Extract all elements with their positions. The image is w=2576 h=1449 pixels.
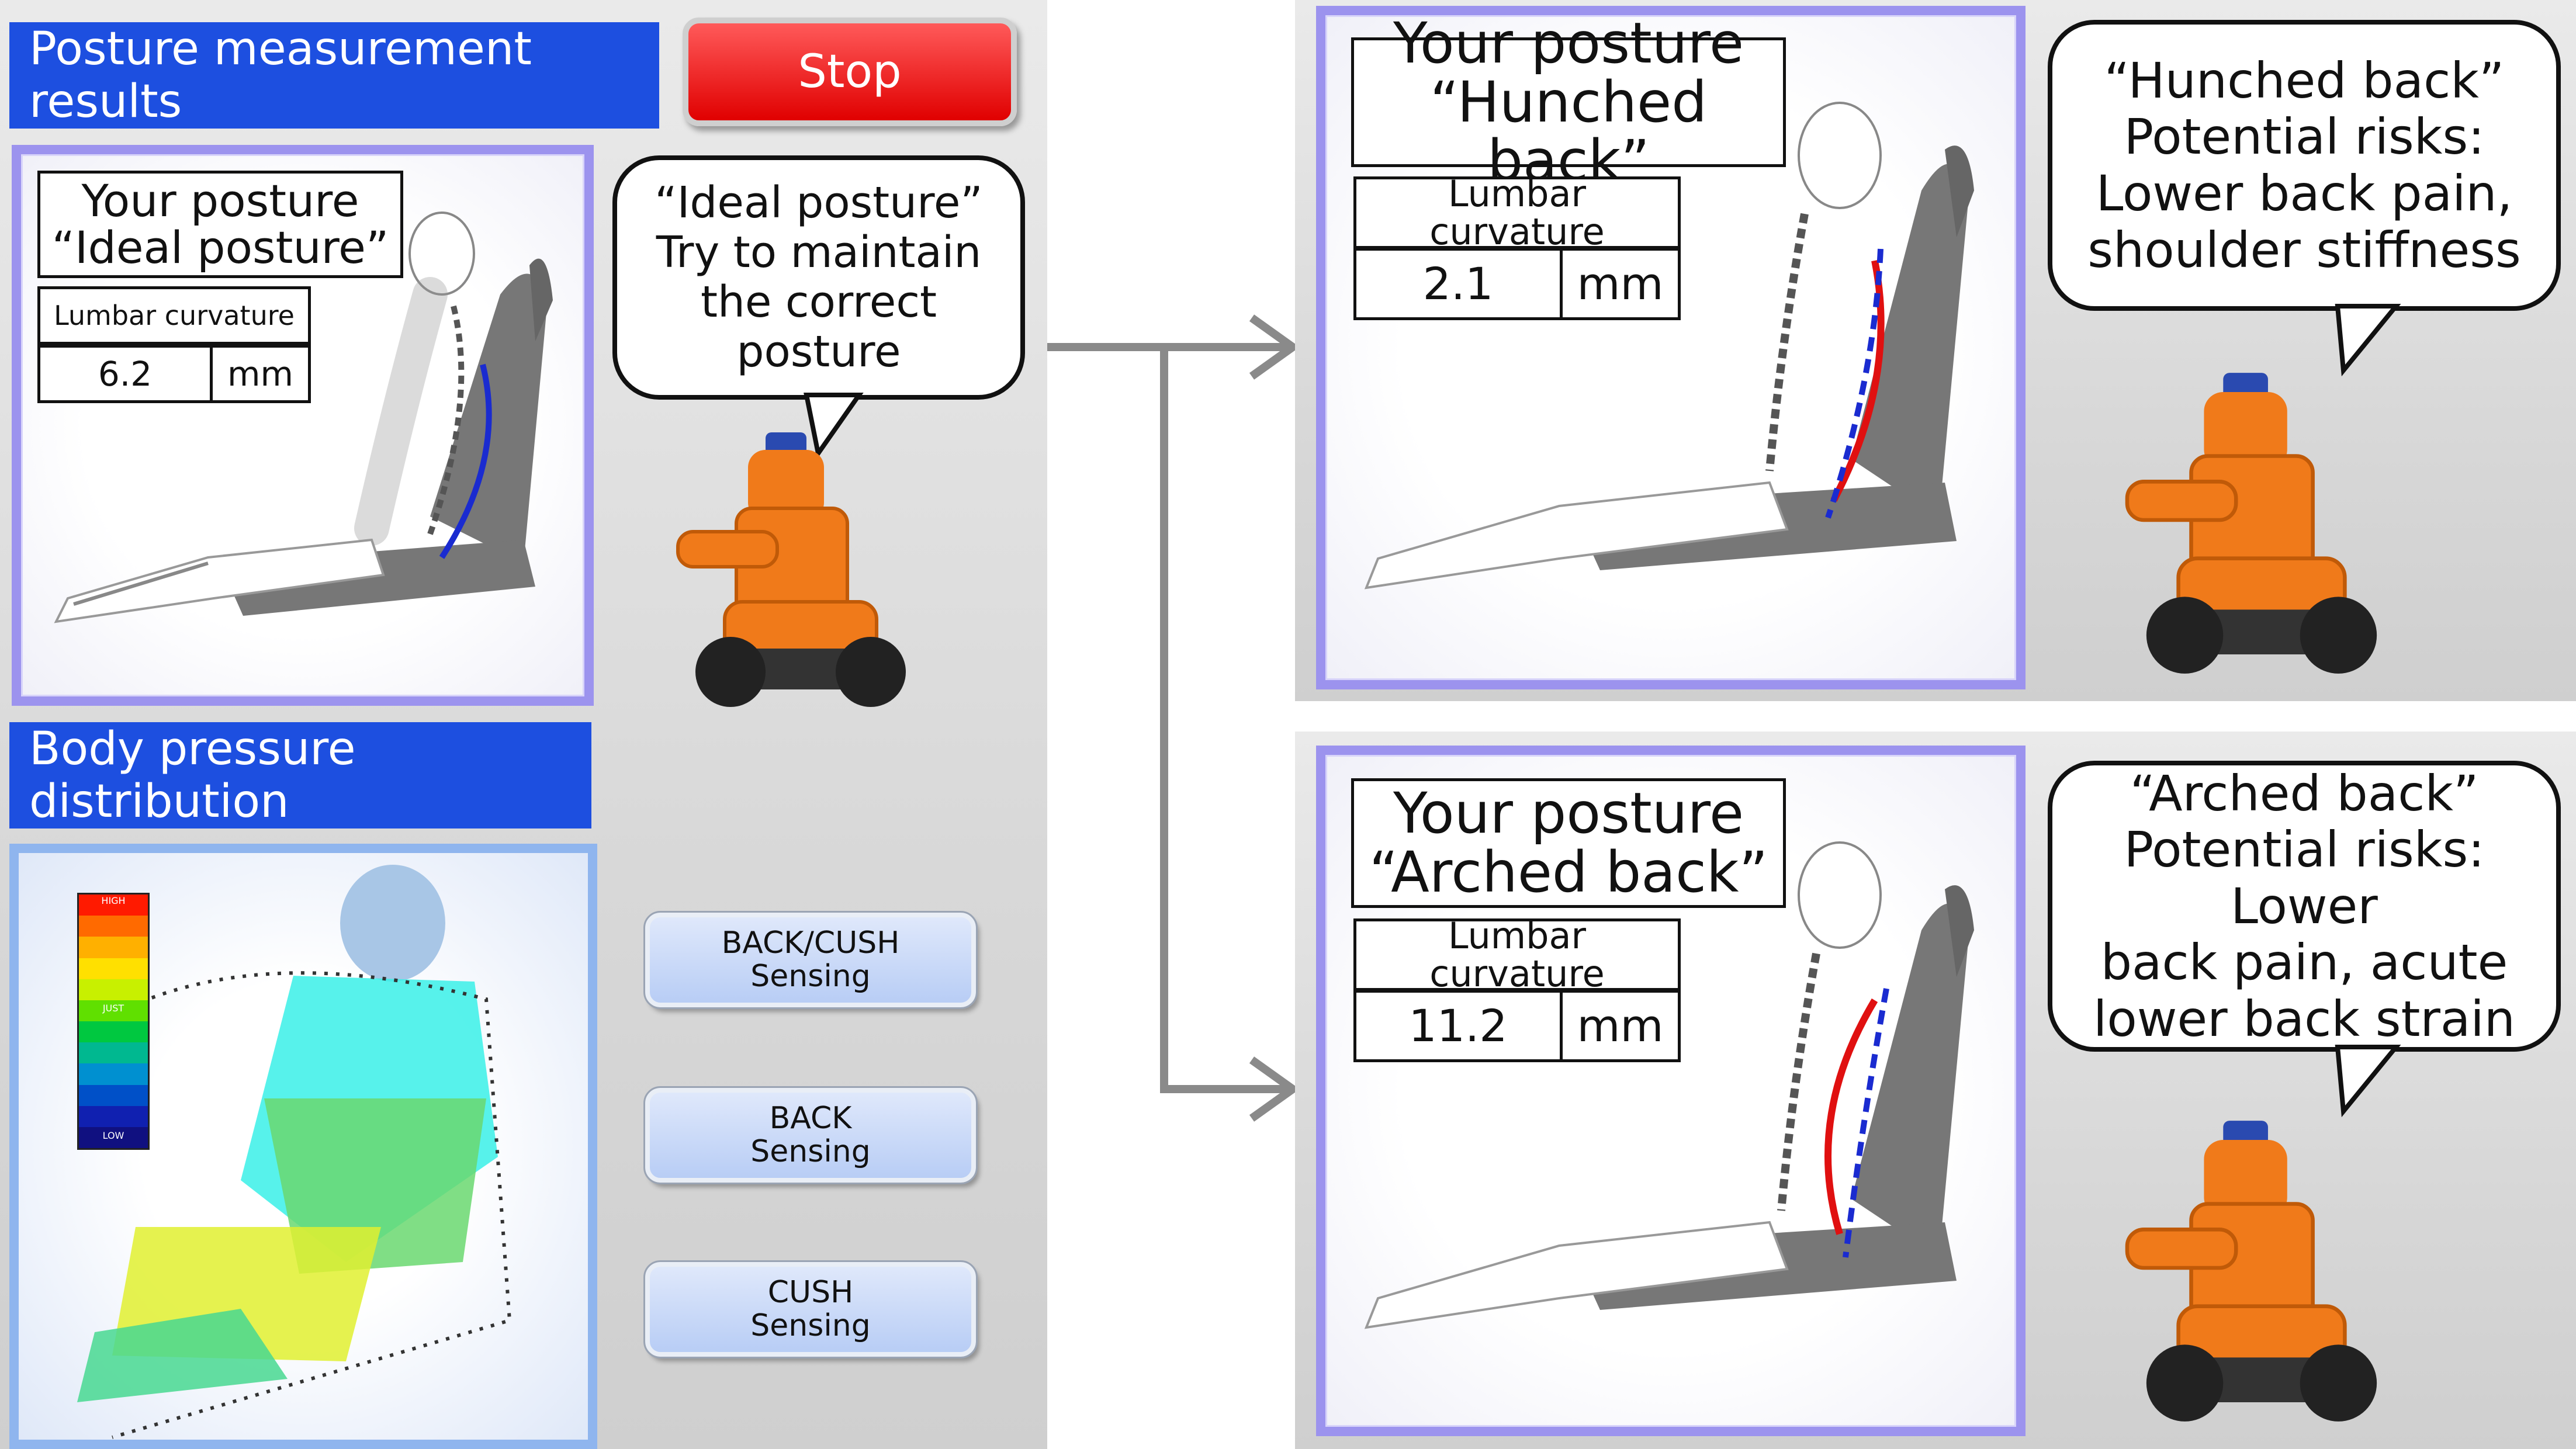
- seat-icon: [2125, 373, 2377, 674]
- branch-arrows: [1047, 314, 1300, 1122]
- sensing-label-line1: BACK: [769, 1100, 852, 1136]
- posture-label-line1: Your posture: [81, 175, 359, 227]
- bubble-line: Potential risks: Lower: [2124, 821, 2485, 935]
- posture-label-line2: “Hunched back”: [1429, 69, 1708, 194]
- hunched-risk-bubble: “Hunched back” Potential risks: Lower ba…: [2048, 20, 2561, 311]
- scale-color-band: [79, 979, 148, 1000]
- bubble-line: Try to maintain: [656, 227, 982, 278]
- ideal-lumbar-unit: mm: [210, 345, 311, 403]
- scale-color-band: [79, 1126, 148, 1149]
- arrow-to-arched-head: [1249, 1056, 1300, 1122]
- stop-button[interactable]: Stop: [683, 18, 1017, 126]
- bubble-line: posture: [736, 327, 901, 377]
- posture-label-line1: Your posture: [1393, 10, 1744, 76]
- hunched-lumbar-value: 2.1: [1353, 248, 1563, 320]
- bubble-line: shoulder stiffness: [2087, 221, 2521, 279]
- back-sensing-button[interactable]: BACK Sensing: [643, 1086, 978, 1184]
- bubble-line: the correct: [700, 277, 937, 327]
- seat-icon: [2125, 1121, 2377, 1422]
- scale-color-band: [79, 895, 148, 916]
- hunched-lumbar-unit: mm: [1560, 248, 1681, 320]
- bubble-line: Potential risks:: [2124, 108, 2485, 166]
- scale-color-band: [79, 958, 148, 979]
- scale-color-band: [79, 1021, 148, 1043]
- arrow-branch-line: [1160, 347, 1293, 1093]
- back-cush-sensing-button[interactable]: BACK/CUSH Sensing: [643, 911, 978, 1009]
- seated-skeleton-illustration: [54, 212, 553, 623]
- hunched-posture-label: Your posture “Hunched back”: [1351, 14, 1786, 190]
- seated-skeleton-illustration: [1364, 841, 1974, 1329]
- hunched-lumbar-label: Lumbar curvature: [1353, 175, 1681, 251]
- scale-color-band: [79, 1042, 148, 1064]
- bubble-tail: [804, 393, 864, 459]
- ideal-posture-label: Your posture “Ideal posture”: [37, 171, 403, 278]
- posture-results-header: Posture measurement results: [9, 22, 659, 129]
- scale-color-band: [79, 1105, 148, 1127]
- posture-label-line2: “Ideal posture”: [51, 221, 389, 273]
- sensing-label-line2: Sensing: [750, 1308, 871, 1343]
- bubble-line: “Ideal posture”: [655, 177, 983, 228]
- arched-lumbar-label: Lumbar curvature: [1353, 917, 1681, 993]
- bubble-tail: [2335, 1045, 2401, 1118]
- pressure-scale-legend: [77, 893, 150, 1150]
- seat-icon: [676, 432, 906, 707]
- bubble-tail: [2335, 304, 2401, 377]
- arrow-to-hunched-head: [1249, 314, 1300, 380]
- scale-color-band: [79, 1063, 148, 1085]
- sensing-label-line1: CUSH: [767, 1274, 854, 1310]
- scale-color-band: [79, 916, 148, 937]
- posture-label-line2: “Arched back”: [1369, 840, 1768, 905]
- bubble-line: “Hunched back”: [2104, 51, 2505, 109]
- scale-color-band: [79, 1084, 148, 1106]
- seated-skeleton-illustration: [1364, 102, 1974, 590]
- bubble-line: lower back strain: [2093, 990, 2515, 1048]
- arched-lumbar-value: 11.2: [1353, 990, 1563, 1062]
- scale-label-just: JUST: [102, 1003, 124, 1014]
- scale-label-high: HIGH: [101, 895, 126, 906]
- scale-color-band: [79, 937, 148, 958]
- scale-color-band: [79, 1000, 148, 1022]
- bubble-line: back pain, acute: [2100, 934, 2508, 992]
- sensing-label-line1: BACK/CUSH: [721, 925, 900, 961]
- pressure-header: Body pressure distribution: [9, 722, 591, 829]
- cush-sensing-button[interactable]: CUSH Sensing: [643, 1260, 978, 1358]
- ideal-lumbar-label: Lumbar curvature: [37, 286, 311, 345]
- arched-posture-label: Your posture “Arched back”: [1351, 778, 1786, 908]
- bubble-line: “Arched back”: [2130, 764, 2479, 822]
- sensing-label-line2: Sensing: [750, 959, 871, 994]
- scale-label-low: LOW: [102, 1130, 124, 1141]
- sensing-label-line2: Sensing: [750, 1134, 871, 1169]
- arched-risk-bubble: “Arched back” Potential risks: Lower bac…: [2048, 761, 2561, 1052]
- pressure-body-illustration: [77, 865, 512, 1439]
- ideal-lumbar-value: 6.2: [37, 345, 213, 403]
- ideal-posture-bubble: “Ideal posture” Try to maintain the corr…: [612, 155, 1025, 400]
- arched-lumbar-unit: mm: [1560, 990, 1681, 1062]
- bubble-line: Lower back pain,: [2096, 165, 2513, 222]
- posture-label-line1: Your posture: [1393, 781, 1744, 847]
